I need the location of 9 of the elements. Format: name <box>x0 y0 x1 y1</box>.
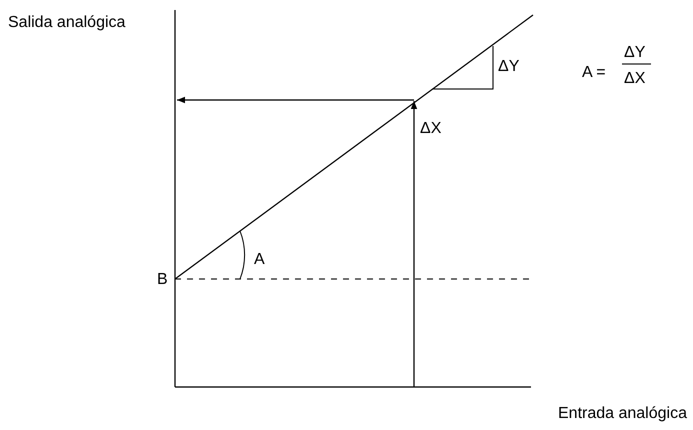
delta-y-label: ΔY <box>498 58 520 76</box>
fraction-numerator: ΔY <box>624 44 646 62</box>
axis-label: Salida analógica <box>8 14 126 32</box>
delta-x-label: ΔX <box>420 120 442 138</box>
point-label: B <box>157 271 168 289</box>
formula-label: A = <box>582 64 606 82</box>
angle-label: A <box>254 251 265 269</box>
fraction-denominator: ΔX <box>624 70 646 88</box>
axis-label: Entrada analógica <box>558 405 687 423</box>
